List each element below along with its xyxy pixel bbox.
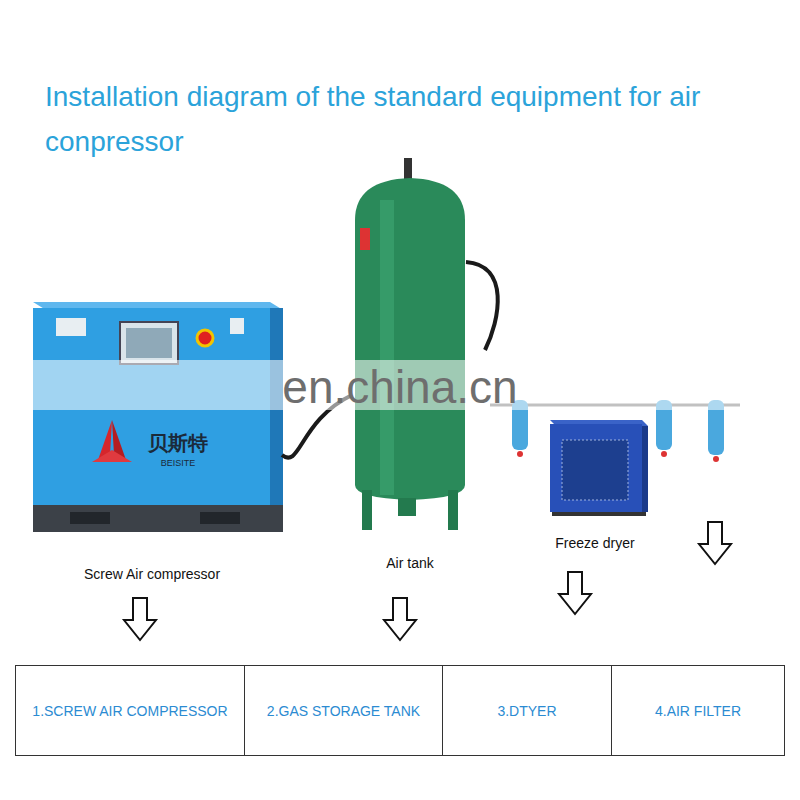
- equipment-label: Screw Air compressor: [84, 566, 220, 582]
- brand-name: 贝斯特: [148, 430, 208, 457]
- table-cell: 3.DTYER: [442, 665, 612, 756]
- air-tank: [355, 158, 465, 530]
- brand-name: BEISITE: [161, 458, 196, 468]
- watermark: en.china.cn: [282, 360, 517, 414]
- hose: [466, 262, 498, 350]
- equipment-label: Air tank: [386, 555, 433, 571]
- table-cell: 1.SCREW AIR COMPRESSOR: [15, 665, 245, 756]
- equipment-label: Freeze dryer: [555, 535, 634, 551]
- cell-text: 2.GAS STORAGE TANK: [261, 703, 426, 719]
- freeze-dryer: [550, 420, 648, 516]
- table-cell: 4.AIR FILTER: [611, 665, 785, 756]
- cell-text: 4.AIR FILTER: [649, 703, 747, 719]
- table-cell: 2.GAS STORAGE TANK: [244, 665, 443, 756]
- screw-compressor: [33, 302, 283, 532]
- cell-text: 1.SCREW AIR COMPRESSOR: [26, 703, 233, 719]
- cell-text: 3.DTYER: [491, 703, 562, 719]
- title: Installation diagram of the standard equ…: [45, 74, 725, 164]
